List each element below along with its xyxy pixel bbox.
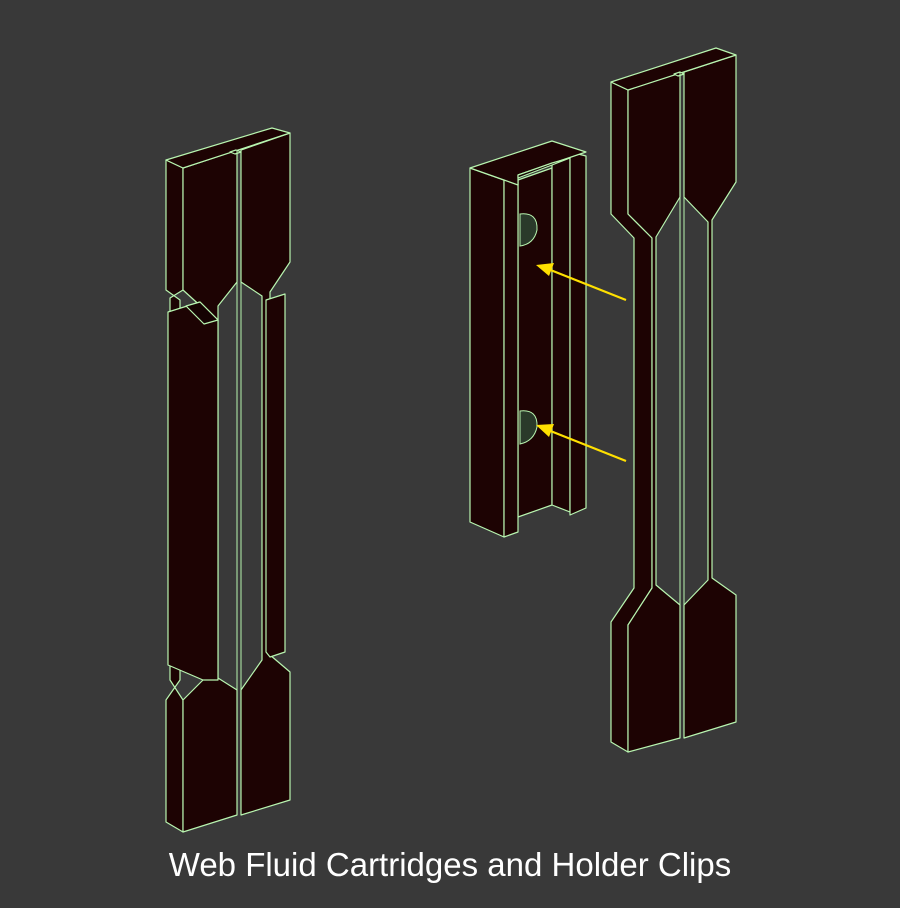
left-attached-clip <box>167 301 219 681</box>
right-cartridge-top <box>610 47 737 91</box>
clip-left-flange <box>469 167 505 538</box>
clip-right-edge <box>569 151 587 516</box>
right-cartridge-front-right <box>683 54 737 739</box>
clip-upper-bump <box>519 213 538 247</box>
clip-top-inner <box>517 157 571 179</box>
clip-left-edge <box>503 174 519 538</box>
clip-lower-bump <box>519 410 538 445</box>
right-cartridge <box>610 47 737 753</box>
lower-arrow <box>536 424 627 463</box>
left-cartridge-top <box>165 127 291 169</box>
upper-arrow <box>536 263 627 302</box>
left-attached-clip-side <box>185 301 219 325</box>
diagram-caption: Web Fluid Cartridges and Holder Clips <box>168 846 732 883</box>
right-attached-clip <box>265 293 286 658</box>
left-cartridge-with-clips <box>165 127 291 833</box>
holder-clip <box>469 140 587 538</box>
clip-right-flange <box>551 151 571 513</box>
